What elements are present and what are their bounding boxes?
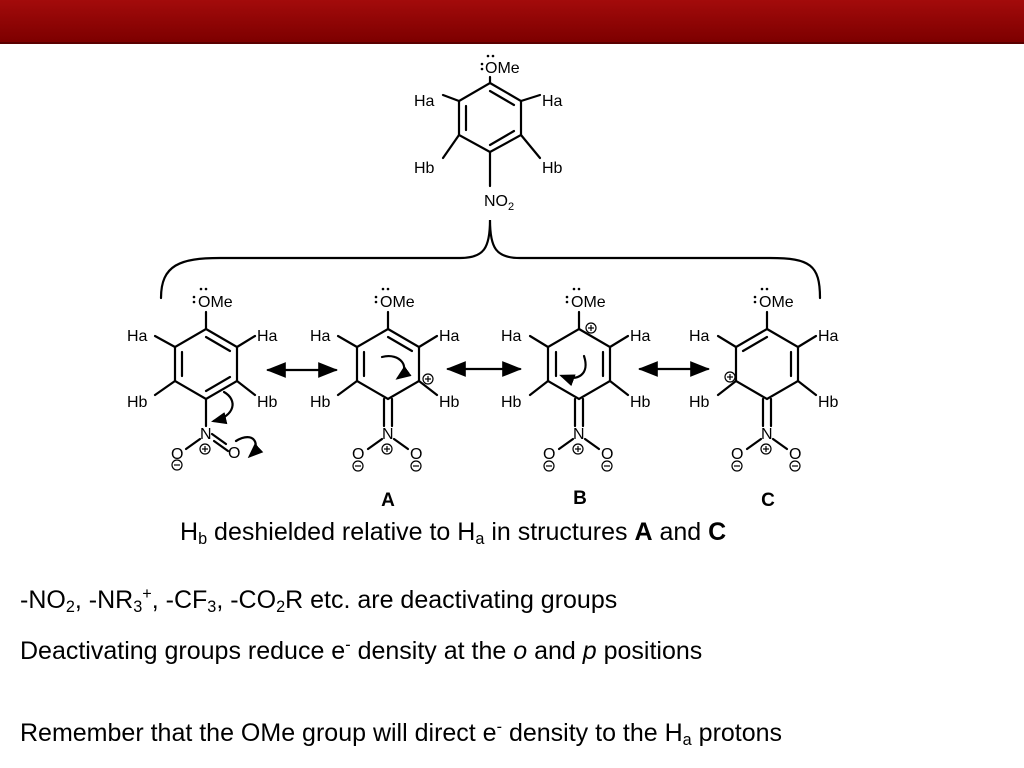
ring-1 [173, 327, 239, 401]
atom-label-ha: Ha [127, 328, 148, 345]
plus-charge-icon [381, 443, 393, 455]
atom-label-ha: Ha [257, 328, 278, 345]
atom-label-ha: Ha [414, 93, 435, 110]
atom-label-o: O [171, 446, 183, 463]
atom-label-n: N [382, 426, 394, 443]
charge-symbols [171, 322, 801, 472]
atom-label-hb: Hb [257, 394, 278, 411]
minus-charge-icon [543, 460, 555, 472]
caption: Hb deshielded relative to Ha in structur… [180, 518, 727, 549]
atom-label-hb: Hb [689, 394, 710, 411]
atom-label-n: N [761, 426, 773, 443]
atom-label-o: O [228, 445, 240, 462]
minus-charge-icon [601, 460, 613, 472]
plus-charge-icon [199, 443, 211, 455]
atom-label-n: N [573, 426, 585, 443]
atom-label-hb: Hb [310, 394, 331, 411]
atom-label-ha: Ha [542, 93, 563, 110]
atom-label-hb: Hb [501, 394, 522, 411]
atom-label-hb: Hb [542, 160, 563, 177]
minus-charge-icon [731, 460, 743, 472]
ome-direct-line: Remember that the OMe group will direct … [20, 718, 783, 750]
atom-label-o: O [731, 446, 743, 463]
atom-label-o: O [789, 446, 801, 463]
atom-label-o: O [410, 446, 422, 463]
atom-label-ha: Ha [818, 328, 839, 345]
atom-label-hb: Hb [127, 394, 148, 411]
atom-label-hb: Hb [630, 394, 651, 411]
plus-charge-icon [585, 322, 597, 334]
top-ring [457, 81, 523, 154]
atom-label-ome: OMe [571, 294, 606, 311]
minus-charge-icon [410, 460, 422, 472]
atom-label-ha: Ha [310, 328, 331, 345]
plus-charge-icon [422, 373, 434, 385]
minus-charge-icon [171, 459, 183, 471]
structure-label-b: B [573, 488, 587, 509]
atom-label-ome: OMe [485, 60, 520, 77]
atom-label-o: O [352, 446, 364, 463]
plus-charge-icon [724, 371, 736, 383]
structure-label-a: A [381, 490, 395, 511]
ring-b [546, 327, 612, 401]
atom-label-ome: OMe [759, 294, 794, 311]
electron-density-line: Deactivating groups reduce e- density at… [20, 636, 703, 665]
ring-a [355, 327, 421, 401]
lone-pair-dots [192, 54, 769, 304]
plus-charge-icon [760, 443, 772, 455]
atom-label-ha: Ha [501, 328, 522, 345]
atom-label-o: O [543, 446, 555, 463]
deactivating-groups-line: -NO2, -NR3+, -CF3, -CO2R etc. are deacti… [20, 585, 618, 617]
atom-label-ome: OMe [380, 294, 415, 311]
atom-label-ha: Ha [439, 328, 460, 345]
atom-label-ha: Ha [630, 328, 651, 345]
atom-label-no2: NO2 [484, 193, 514, 213]
ring-c [734, 327, 800, 401]
atom-label-hb: Hb [414, 160, 435, 177]
brace [159, 219, 822, 300]
atom-label-hb: Hb [818, 394, 839, 411]
atom-label-hb: Hb [439, 394, 460, 411]
minus-charge-icon [789, 460, 801, 472]
structure-label-c: C [761, 490, 775, 511]
atom-label-o: O [601, 446, 613, 463]
atom-label-ha: Ha [689, 328, 710, 345]
plus-charge-icon [572, 443, 584, 455]
title-banner [0, 0, 1024, 44]
minus-charge-icon [352, 460, 364, 472]
atom-label-ome: OMe [198, 294, 233, 311]
atom-label-n: N [200, 426, 212, 443]
